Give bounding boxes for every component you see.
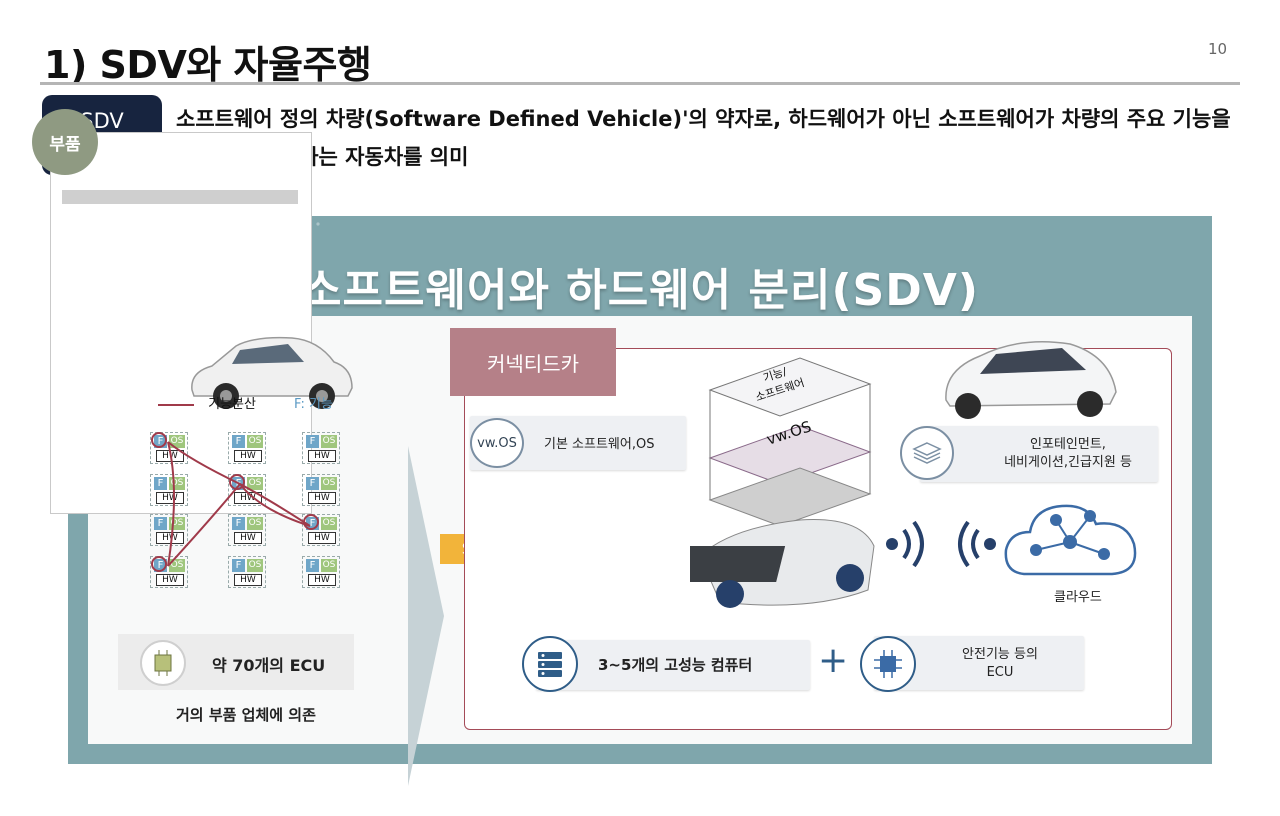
infotainment-card [920,426,1158,482]
figure-title: 소프트웨어와 하드웨어 분리(SDV) [301,265,979,316]
cloud-network-icon [1004,504,1137,576]
safety-chip-icon [860,636,916,692]
function-highlight-ring [151,432,167,448]
ecu-backbone-bar [62,190,298,204]
ecu-os-label: OS [321,517,337,530]
computer-card [536,640,810,690]
server-icon [522,636,578,692]
car-id-icon [945,340,1117,419]
ecu-os-label: OS [321,559,337,572]
function-highlight-ring [151,556,167,572]
ecu-function-label: F [306,559,319,572]
vw-os-circle: vw.OS [470,418,524,468]
ecu-os-label: OS [321,477,337,490]
legend-line-icon [158,403,194,406]
ecu-hw-label: HW [234,532,262,544]
title-divider [40,82,1240,85]
ecu-os-label: OS [247,477,263,490]
page-title: 1) SDV와 자율주행 [44,43,372,87]
legend-function-distribution: 기능분산 [158,393,256,412]
computer-card-text: 3~5개의 고성능 컴퓨터 [598,656,753,674]
ecu-hw-label: HW [156,492,184,504]
os-card-text: 기본 소프트웨어,OS [544,437,655,452]
safety-ecu-text-2: ECU [986,665,1014,680]
ecu-os-label: OS [247,559,263,572]
wireless-signal-right-icon [958,520,996,568]
connected-car-badge: 커넥티드카 [450,328,616,396]
safety-ecu-text-1: 안전기능 등의 [962,647,1038,662]
ecu-count-label: 약 70개의 ECU [212,656,326,675]
ecu-hw-label: HW [308,450,336,462]
ecu-function-label: F [232,517,245,530]
ecu-function-label: F [154,517,167,530]
infotainment-text-2: 네비게이션,긴급지원 등 [1004,455,1132,470]
ecu-hw-label: HW [156,574,184,586]
ecu-hw-label: HW [234,450,262,462]
parts-caption: 거의 부품 업체에 의존 [176,706,316,724]
page-number: 10 [1208,40,1228,58]
ecu-os-label: OS [169,559,185,572]
transition-arrow [408,446,444,786]
ecu-function-label: F [232,559,245,572]
ecu-os-label: OS [247,517,263,530]
legend-function-distribution-label: 기능분산 [208,397,256,412]
ecu-function-label: F [306,435,319,448]
plus-icon: + [818,640,849,681]
ecu-function-label: F [306,477,319,490]
definition-text: 소프트웨어 정의 차량(Software Defined Vehicle)'의 … [176,107,1231,169]
legend-function-f: F: 기능 [294,397,333,412]
ecu-hw-label: HW [234,574,262,586]
chip-icon [140,640,186,686]
ecu-hw-label: HW [308,532,336,544]
ecu-os-label: OS [321,435,337,448]
ecu-hw-label: HW [156,532,184,544]
car-golf-icon [191,336,353,409]
ecu-hw-label: HW [308,574,336,586]
ecu-function-label: F [232,435,245,448]
layers-icon [900,426,954,480]
vehicle-layer-stack-icon [690,357,875,608]
ecu-function-label: F [154,477,167,490]
parts-badge: 부품 [32,109,98,175]
infotainment-text-1: 인포테인먼트, [1030,437,1106,452]
wireless-signal-left-icon [886,520,924,568]
ecu-os-label: OS [247,435,263,448]
ecu-hw-label: HW [308,492,336,504]
cloud-label: 클라우드 [1054,590,1102,605]
function-distribution-lines [167,441,311,567]
